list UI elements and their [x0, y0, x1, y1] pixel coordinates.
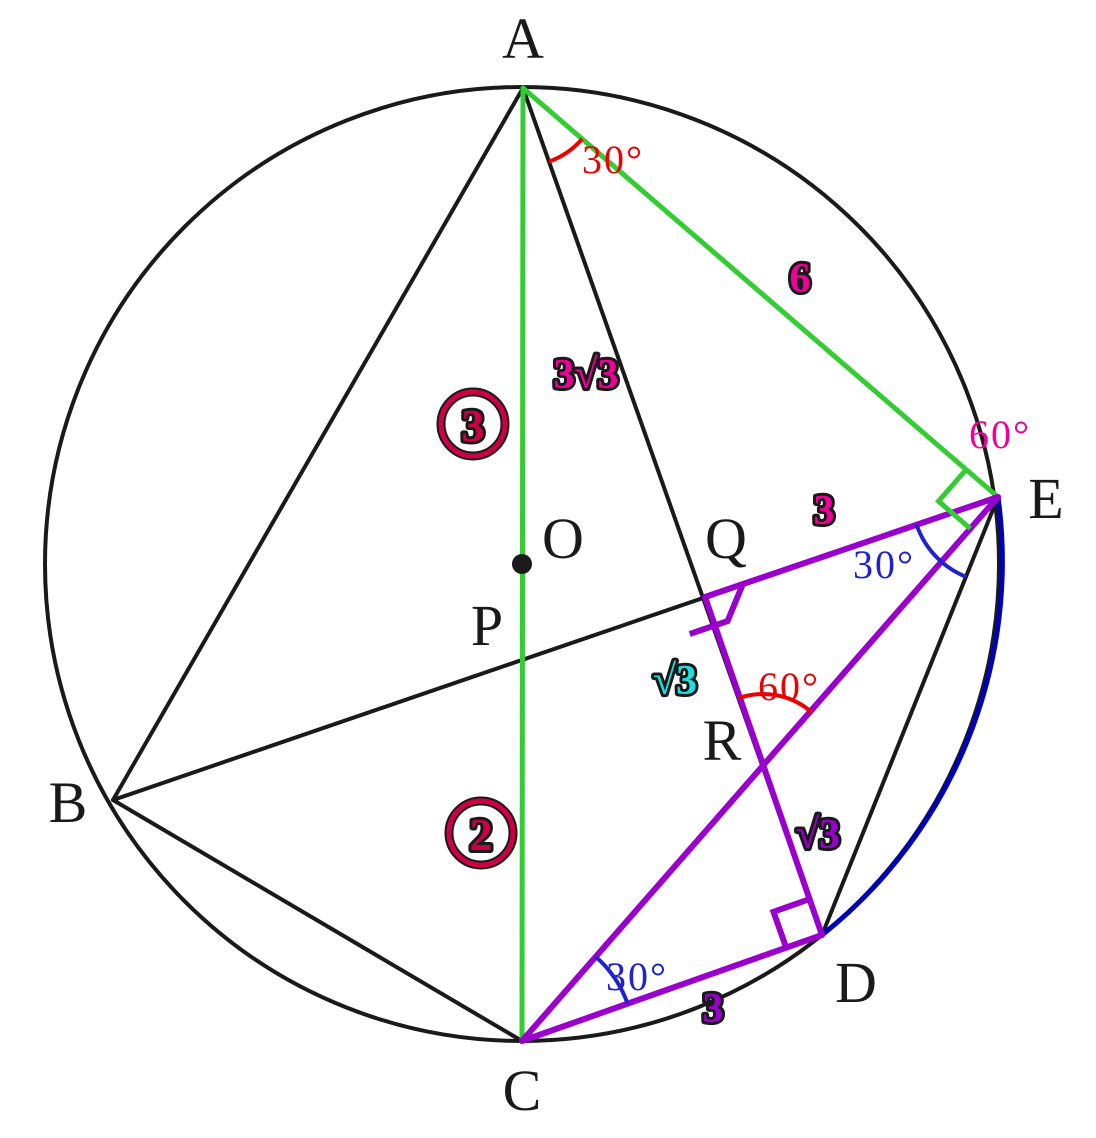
angle-label-group: 30° 60° 30° 60° 30° — [582, 137, 1031, 999]
vertex-label-D: D — [835, 950, 877, 1015]
length-QE: 3 — [814, 488, 835, 534]
circle-center-dot — [512, 554, 532, 574]
vertex-label-B: B — [49, 770, 88, 835]
vertex-label-O: O — [542, 506, 584, 571]
angle-E-30: 30° — [853, 542, 915, 587]
segment-chord-BC — [111, 798, 524, 1043]
segment-chord-DE — [820, 495, 1000, 937]
arc-ED-highlight — [819, 494, 1005, 938]
vertex-label-C: C — [503, 1058, 542, 1123]
length-RD-outline: √3 — [796, 812, 840, 858]
angle-arc-at-R-60 — [738, 692, 813, 714]
angle-E-60: 60° — [969, 412, 1031, 457]
right-angle-at-Q-icon — [688, 582, 746, 637]
circled-two-ring — [446, 798, 516, 868]
length-AE-outline: 6 — [790, 256, 811, 302]
vertex-label-A: A — [502, 6, 544, 71]
angle-arc-at-E-30 — [914, 524, 967, 579]
angle-arc-at-C-30 — [594, 955, 630, 1005]
vertex-label-R: R — [703, 708, 742, 773]
angle-arc-at-A — [548, 137, 584, 164]
length-RD: √3 — [796, 812, 840, 858]
length-QE-outline: 3 — [814, 488, 835, 534]
circled-number-group: 33 22 — [436, 387, 518, 870]
circled-two: 22 — [444, 796, 518, 870]
circled-three-ring — [438, 389, 508, 459]
segment-chord-CE — [519, 494, 1001, 1044]
segment-chord-CD — [519, 932, 825, 1044]
length-AE: 6 — [790, 256, 811, 302]
circled-three-digit-outline: 3 — [462, 400, 485, 451]
segment-chord-AB — [111, 86, 525, 802]
angle-R-60: 60° — [758, 664, 820, 709]
segment-chord-AE — [520, 85, 1001, 500]
circled-three: 33 — [436, 387, 510, 461]
vertex-label-group: A B C D E OP Q R — [49, 6, 1064, 1123]
length-QR: √3 — [653, 658, 697, 704]
circled-two-digit-outline: 2 — [470, 809, 493, 860]
right-angle-at-E-icon — [934, 467, 972, 531]
angle-C-30: 30° — [606, 954, 668, 999]
circled-three-digit: 3 — [462, 400, 485, 451]
vertex-label-E: E — [1028, 466, 1063, 531]
vertex-label-Q: Q — [705, 506, 747, 571]
right-angle-at-D-icon — [769, 896, 811, 949]
length-CD-outline: 3 — [703, 986, 724, 1032]
length-AD-outline: 3√3 — [553, 352, 618, 398]
length-AD: 3√3 — [553, 352, 618, 398]
circled-two-digit: 2 — [470, 809, 493, 860]
segment-chord-QD — [702, 594, 825, 938]
vertex-label-P: P — [471, 593, 503, 658]
length-label-group: 663√33√333√3√3√3√333 — [550, 253, 843, 1035]
length-CD: 3 — [703, 986, 724, 1032]
length-QR-outline: √3 — [653, 658, 697, 704]
angle-A-30: 30° — [582, 137, 644, 182]
